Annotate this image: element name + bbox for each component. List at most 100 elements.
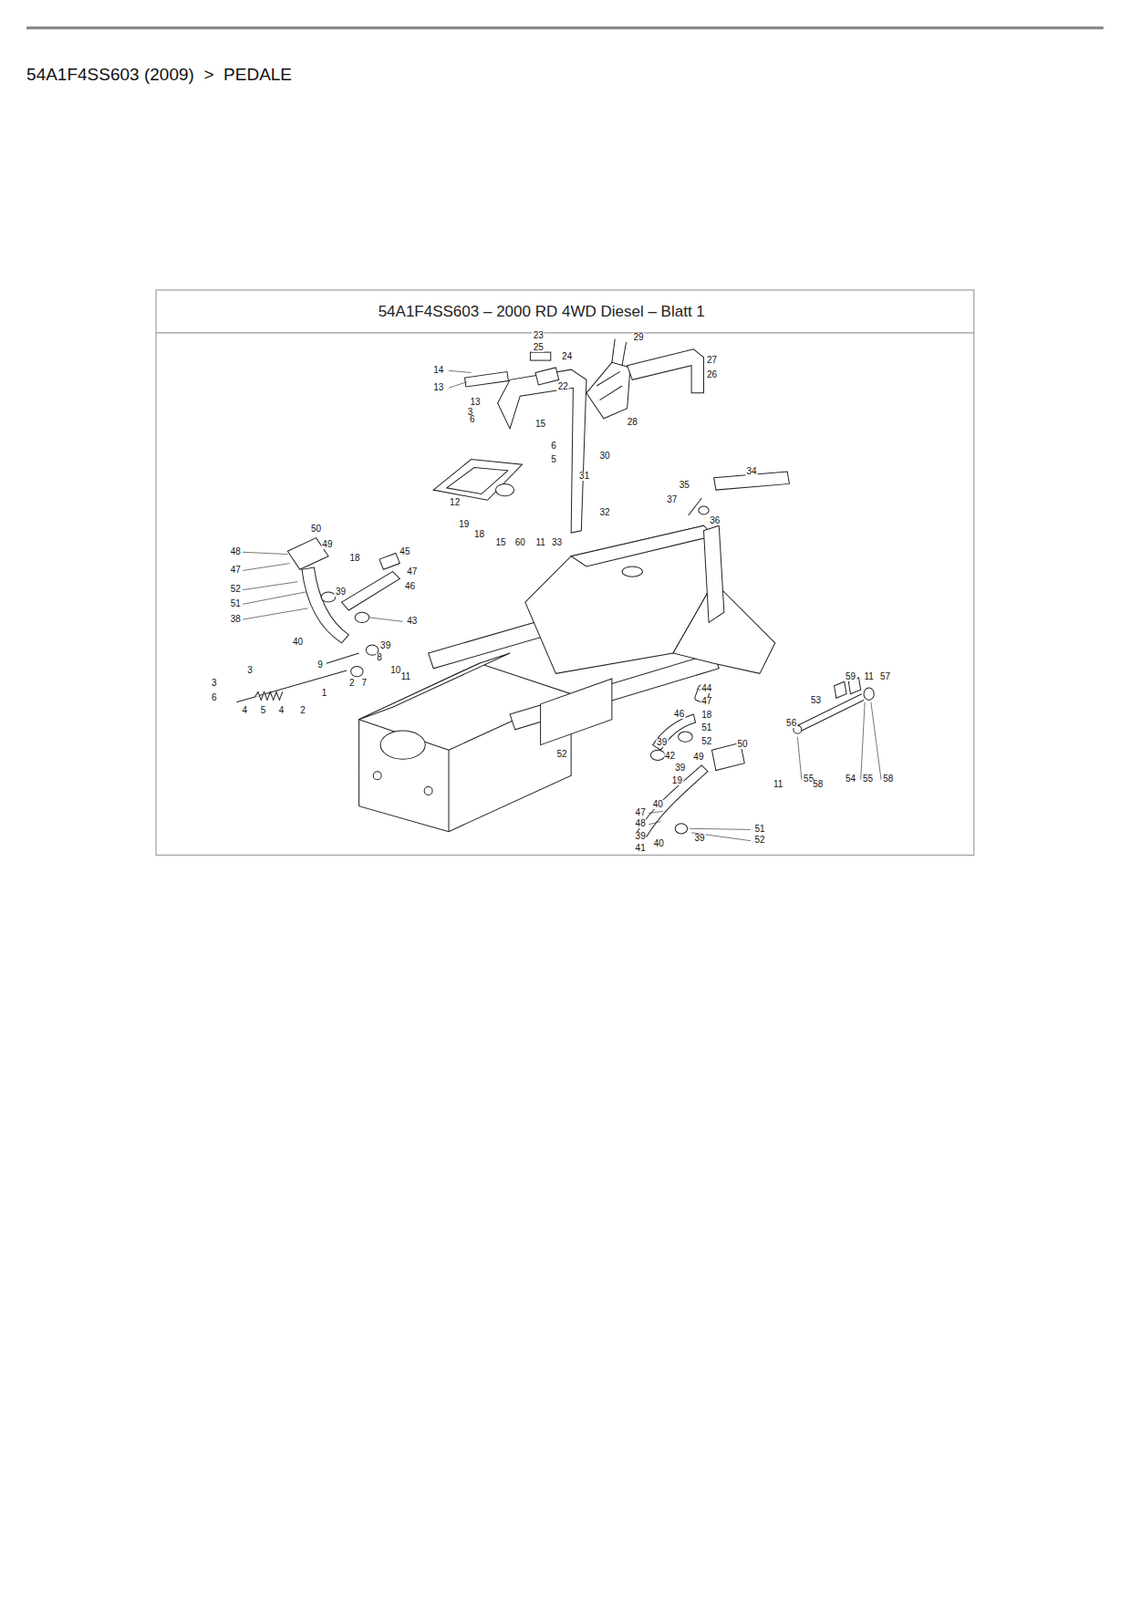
part-36 — [698, 506, 709, 515]
pedal-arm-46 — [653, 714, 696, 750]
callout-number: 47 — [229, 565, 242, 575]
callout-number: 39 — [693, 833, 706, 843]
callout-number: 27 — [705, 355, 718, 365]
callout-number: 46 — [673, 709, 685, 719]
callout-number: 6 — [210, 693, 218, 703]
callout-number: 18 — [473, 529, 486, 540]
part-15 — [495, 483, 514, 496]
rear-plate — [704, 525, 725, 623]
callout-number: 34 — [745, 466, 758, 477]
chassis-hole — [424, 786, 433, 795]
bushing — [650, 749, 665, 760]
callout-number: 11 — [400, 672, 412, 682]
bushing — [678, 731, 694, 742]
callout-number: 39 — [634, 831, 647, 841]
callout-number: 3 — [210, 678, 218, 688]
callout-number: 55 — [861, 774, 874, 784]
callout-number: 46 — [404, 581, 416, 592]
sheet-header: 54A1F4SS603 – 2000 RD 4WD Diesel – Blatt… — [378, 303, 706, 320]
callout-number: 49 — [321, 539, 333, 550]
bushing — [354, 612, 370, 623]
valve-lever — [612, 339, 615, 364]
callout-number: 52 — [700, 736, 713, 747]
callout-number: 11 — [862, 672, 874, 682]
callout-number: 49 — [692, 752, 705, 762]
callout-number: 47 — [700, 696, 713, 706]
chassis-edge — [447, 749, 449, 831]
callout-number: 4 — [241, 705, 250, 716]
callout-number: 3 — [246, 665, 254, 675]
callout-number: 15 — [494, 538, 507, 548]
header-rule — [155, 332, 975, 333]
callout-number: 4 — [278, 705, 286, 716]
callout-number: 8 — [375, 653, 384, 663]
bolt-9 — [326, 653, 360, 664]
callout-number: 43 — [405, 616, 418, 626]
callout-number: 39 — [334, 587, 347, 597]
callout-number: 5 — [259, 705, 268, 716]
callout-number: 37 — [665, 495, 678, 505]
callout-number: 25 — [532, 342, 545, 353]
seat-upright — [498, 369, 587, 533]
callout-number: 58 — [881, 774, 894, 784]
callout-number: 11 — [772, 779, 784, 789]
callout-number: 7 — [360, 678, 368, 688]
callout-number: 13 — [468, 397, 481, 407]
callout-number: 40 — [652, 799, 665, 810]
sheet-frame — [155, 290, 975, 855]
spring — [255, 691, 283, 700]
link-53 — [795, 694, 862, 727]
callout-number: 32 — [598, 508, 611, 518]
valve-detail — [599, 385, 623, 401]
pedal-arm-43 — [342, 571, 401, 611]
callout-number: 19 — [671, 776, 684, 786]
callout-number: 6 — [549, 441, 558, 451]
part-2 — [351, 666, 364, 677]
seat-platform — [433, 459, 522, 501]
callout-number: 39 — [674, 763, 686, 773]
leader-lines — [242, 370, 882, 841]
callout-number: 18 — [349, 553, 362, 563]
callout-number: 11 — [534, 538, 546, 548]
part-59 — [834, 681, 847, 698]
callout-number: 13 — [432, 383, 445, 393]
callout-number: 14 — [432, 365, 445, 375]
bracket-26 — [627, 349, 705, 394]
link-53 — [797, 699, 864, 733]
rear-frame — [673, 581, 776, 675]
exploded-view — [236, 339, 874, 838]
callout-number: 51 — [753, 824, 766, 834]
callout-number: 51 — [700, 723, 713, 733]
callout-number: 23 — [532, 331, 545, 341]
pedal-arm — [637, 765, 708, 837]
callout-number: 18 — [700, 710, 713, 720]
callout-number: 38 — [229, 614, 242, 624]
callout-number: 39 — [379, 641, 392, 651]
bushing — [674, 823, 687, 834]
callout-number: 26 — [705, 370, 718, 380]
page-title: 54A1F4SS603 (2009) > PEDALE — [26, 65, 292, 84]
callout-number: 31 — [578, 471, 591, 481]
part-57 — [863, 687, 874, 700]
callout-number: 29 — [632, 332, 644, 343]
callout-number: 40 — [291, 637, 304, 647]
callout-number: 45 — [398, 547, 411, 557]
part-22 — [535, 367, 560, 385]
callout-number: 58 — [811, 779, 824, 789]
valve-detail — [596, 371, 621, 386]
callout-number: 39 — [655, 737, 668, 748]
callout-number: 40 — [653, 839, 665, 849]
callout-number: 22 — [557, 382, 570, 392]
callout-number: 52 — [753, 835, 766, 845]
callout-number: 35 — [678, 480, 691, 490]
valve-lever — [622, 342, 626, 366]
part-45 — [379, 552, 400, 570]
callout-number: 9 — [316, 660, 324, 670]
callout-number: 47 — [634, 808, 647, 818]
callout-number: 42 — [664, 751, 676, 761]
part-13 — [464, 372, 509, 388]
callout-number: 15 — [534, 419, 547, 429]
callout-number: 48 — [634, 819, 647, 829]
top-rule — [26, 26, 1104, 30]
